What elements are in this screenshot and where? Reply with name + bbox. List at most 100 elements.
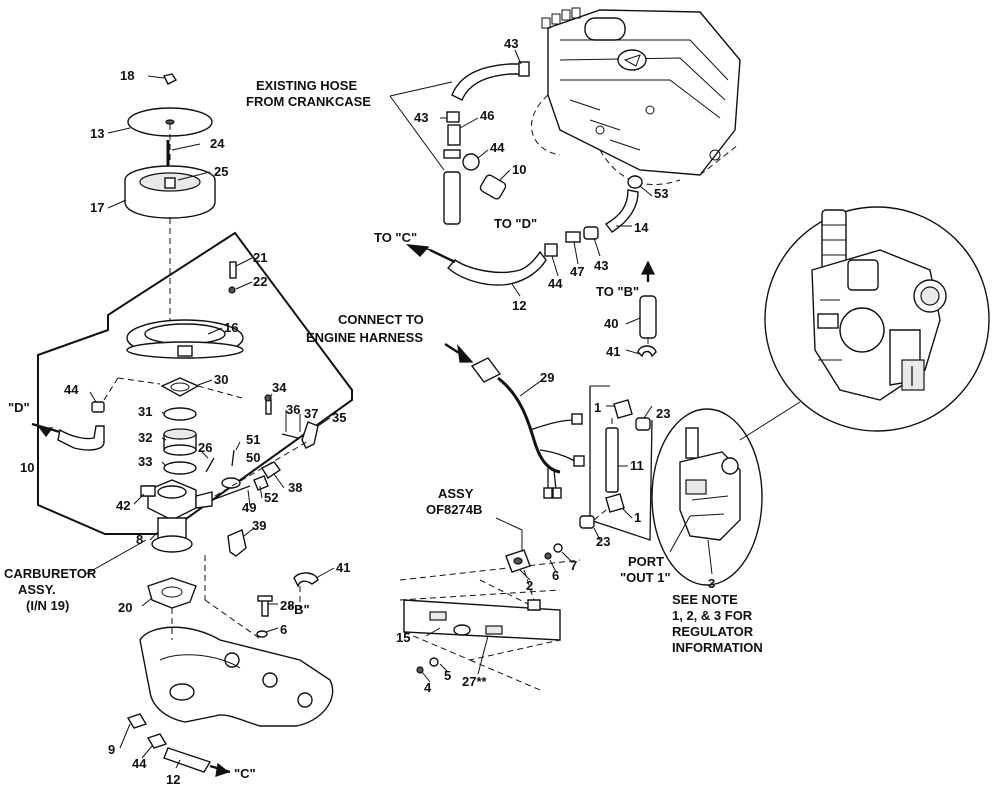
callout-14: 14: [634, 220, 649, 235]
callout-10-left: 10: [20, 460, 34, 475]
callout-28: 28: [280, 598, 294, 613]
caption-connect-1: CONNECT TO: [338, 312, 424, 327]
regulator-fittings-assy: [579, 385, 653, 541]
callout-9: 9: [108, 742, 115, 757]
caption-existing-hose-2: FROM CRANKCASE: [246, 94, 371, 109]
caption-note-2: 1, 2, & 3 FOR: [672, 608, 753, 623]
callout-20: 20: [118, 600, 132, 615]
callout-43-lower: 43: [594, 258, 608, 273]
regulator-small: [651, 408, 763, 586]
callout-2: 2: [526, 578, 533, 593]
caption-port-2: "OUT 1": [620, 570, 671, 585]
callout-12-bottom: 12: [166, 772, 180, 787]
callout-44-lower: 44: [548, 276, 563, 291]
caption-existing-hose-1: EXISTING HOSE: [256, 78, 357, 93]
callout-3: 3: [708, 576, 715, 591]
callout-10-top: 10: [512, 162, 526, 177]
caption-assy-1: ASSY: [438, 486, 474, 501]
callout-24: 24: [210, 136, 225, 151]
caption-to-b: TO "B": [596, 284, 639, 299]
regulator-detail-view: [739, 206, 990, 441]
callout-50: 50: [246, 450, 260, 465]
callout-26: 26: [198, 440, 212, 455]
callout-44-top: 44: [490, 140, 505, 155]
caption-to-d: TO "D": [494, 216, 537, 231]
callout-23-top: 23: [656, 406, 670, 421]
callout-40: 40: [604, 316, 618, 331]
callout-8: 8: [136, 532, 143, 547]
callout-46: 46: [480, 108, 494, 123]
callout-6-right: 6: [552, 568, 559, 583]
caption-note-3: REGULATOR: [672, 624, 754, 639]
mounting-bracket: [399, 543, 581, 691]
callout-47: 47: [570, 264, 584, 279]
hose-10-left: [31, 401, 105, 451]
callout-17: 17: [90, 200, 104, 215]
callout-41-right: 41: [606, 344, 620, 359]
callout-43-top: 43: [504, 36, 518, 51]
callout-53: 53: [654, 186, 668, 201]
caption-to-c: TO "C": [374, 230, 417, 245]
captions: EXISTING HOSE FROM CRANKCASE TO "D" TO "…: [4, 78, 763, 781]
callout-35: 35: [332, 410, 346, 425]
callout-39: 39: [252, 518, 266, 533]
callout-25: 25: [214, 164, 228, 179]
caption-note-1: SEE NOTE: [672, 592, 738, 607]
callout-18: 18: [120, 68, 134, 83]
caption-assy-2: OF8274B: [426, 502, 482, 517]
callout-31: 31: [138, 404, 152, 419]
callout-29: 29: [540, 370, 554, 385]
intake-manifold: [126, 577, 334, 777]
caption-carburetor-1: CARBURETOR: [4, 566, 97, 581]
callout-21: 21: [253, 250, 267, 265]
engine-harness: [444, 342, 585, 499]
callout-30: 30: [214, 372, 228, 387]
callout-52: 52: [264, 490, 278, 505]
callout-11: 11: [630, 458, 644, 473]
callout-22: 22: [253, 274, 267, 289]
hose-40: [637, 260, 657, 358]
upper-hose-assembly: [405, 175, 643, 286]
callout-51: 51: [246, 432, 260, 447]
callout-4: 4: [424, 680, 432, 695]
callout-37: 37: [304, 406, 318, 421]
crankcase-hose: [443, 61, 530, 225]
caption-connect-2: ENGINE HARNESS: [306, 330, 423, 345]
caption-carburetor-3: (I/N 19): [26, 598, 69, 613]
caption-note-4: INFORMATION: [672, 640, 763, 655]
callout-12-upper: 12: [512, 298, 526, 313]
callout-5: 5: [444, 668, 451, 683]
callout-33: 33: [138, 454, 152, 469]
callout-1-bottom: 1: [634, 510, 641, 525]
leader-lines: [85, 49, 713, 769]
callout-38: 38: [288, 480, 302, 495]
callout-42: 42: [116, 498, 130, 513]
callout-43-mid: 43: [414, 110, 428, 125]
callout-16: 16: [224, 320, 238, 335]
clamp-and-bolt: [204, 555, 319, 641]
callout-41-left: 41: [336, 560, 350, 575]
callout-13: 13: [90, 126, 104, 141]
air-cleaner-stack: [124, 73, 216, 320]
callout-23-bottom: 23: [596, 534, 610, 549]
routing-dashes: [103, 377, 243, 401]
caption-port-1: PORT: [628, 554, 664, 569]
caption-carburetor-2: ASSY.: [18, 582, 56, 597]
engine-block-drawing: [530, 7, 741, 186]
callout-15: 15: [396, 630, 410, 645]
callout-27: 27**: [462, 674, 488, 689]
callout-36: 36: [286, 402, 300, 417]
caption-ref-b: "B": [288, 602, 310, 617]
callout-6-left: 6: [280, 622, 287, 637]
callout-44-left: 44: [64, 382, 79, 397]
callout-44-bottom: 44: [132, 756, 147, 771]
callout-49: 49: [242, 500, 256, 515]
callout-1-top: 1: [594, 400, 601, 415]
caption-ref-d: "D": [8, 400, 30, 415]
caption-ref-c: "C": [234, 766, 256, 781]
callout-32: 32: [138, 430, 152, 445]
callout-numbers: 18 13 24 25 17 21 22 16 30 31 32 33 26 5…: [20, 36, 715, 787]
callout-34: 34: [272, 380, 287, 395]
callout-7: 7: [570, 558, 577, 573]
